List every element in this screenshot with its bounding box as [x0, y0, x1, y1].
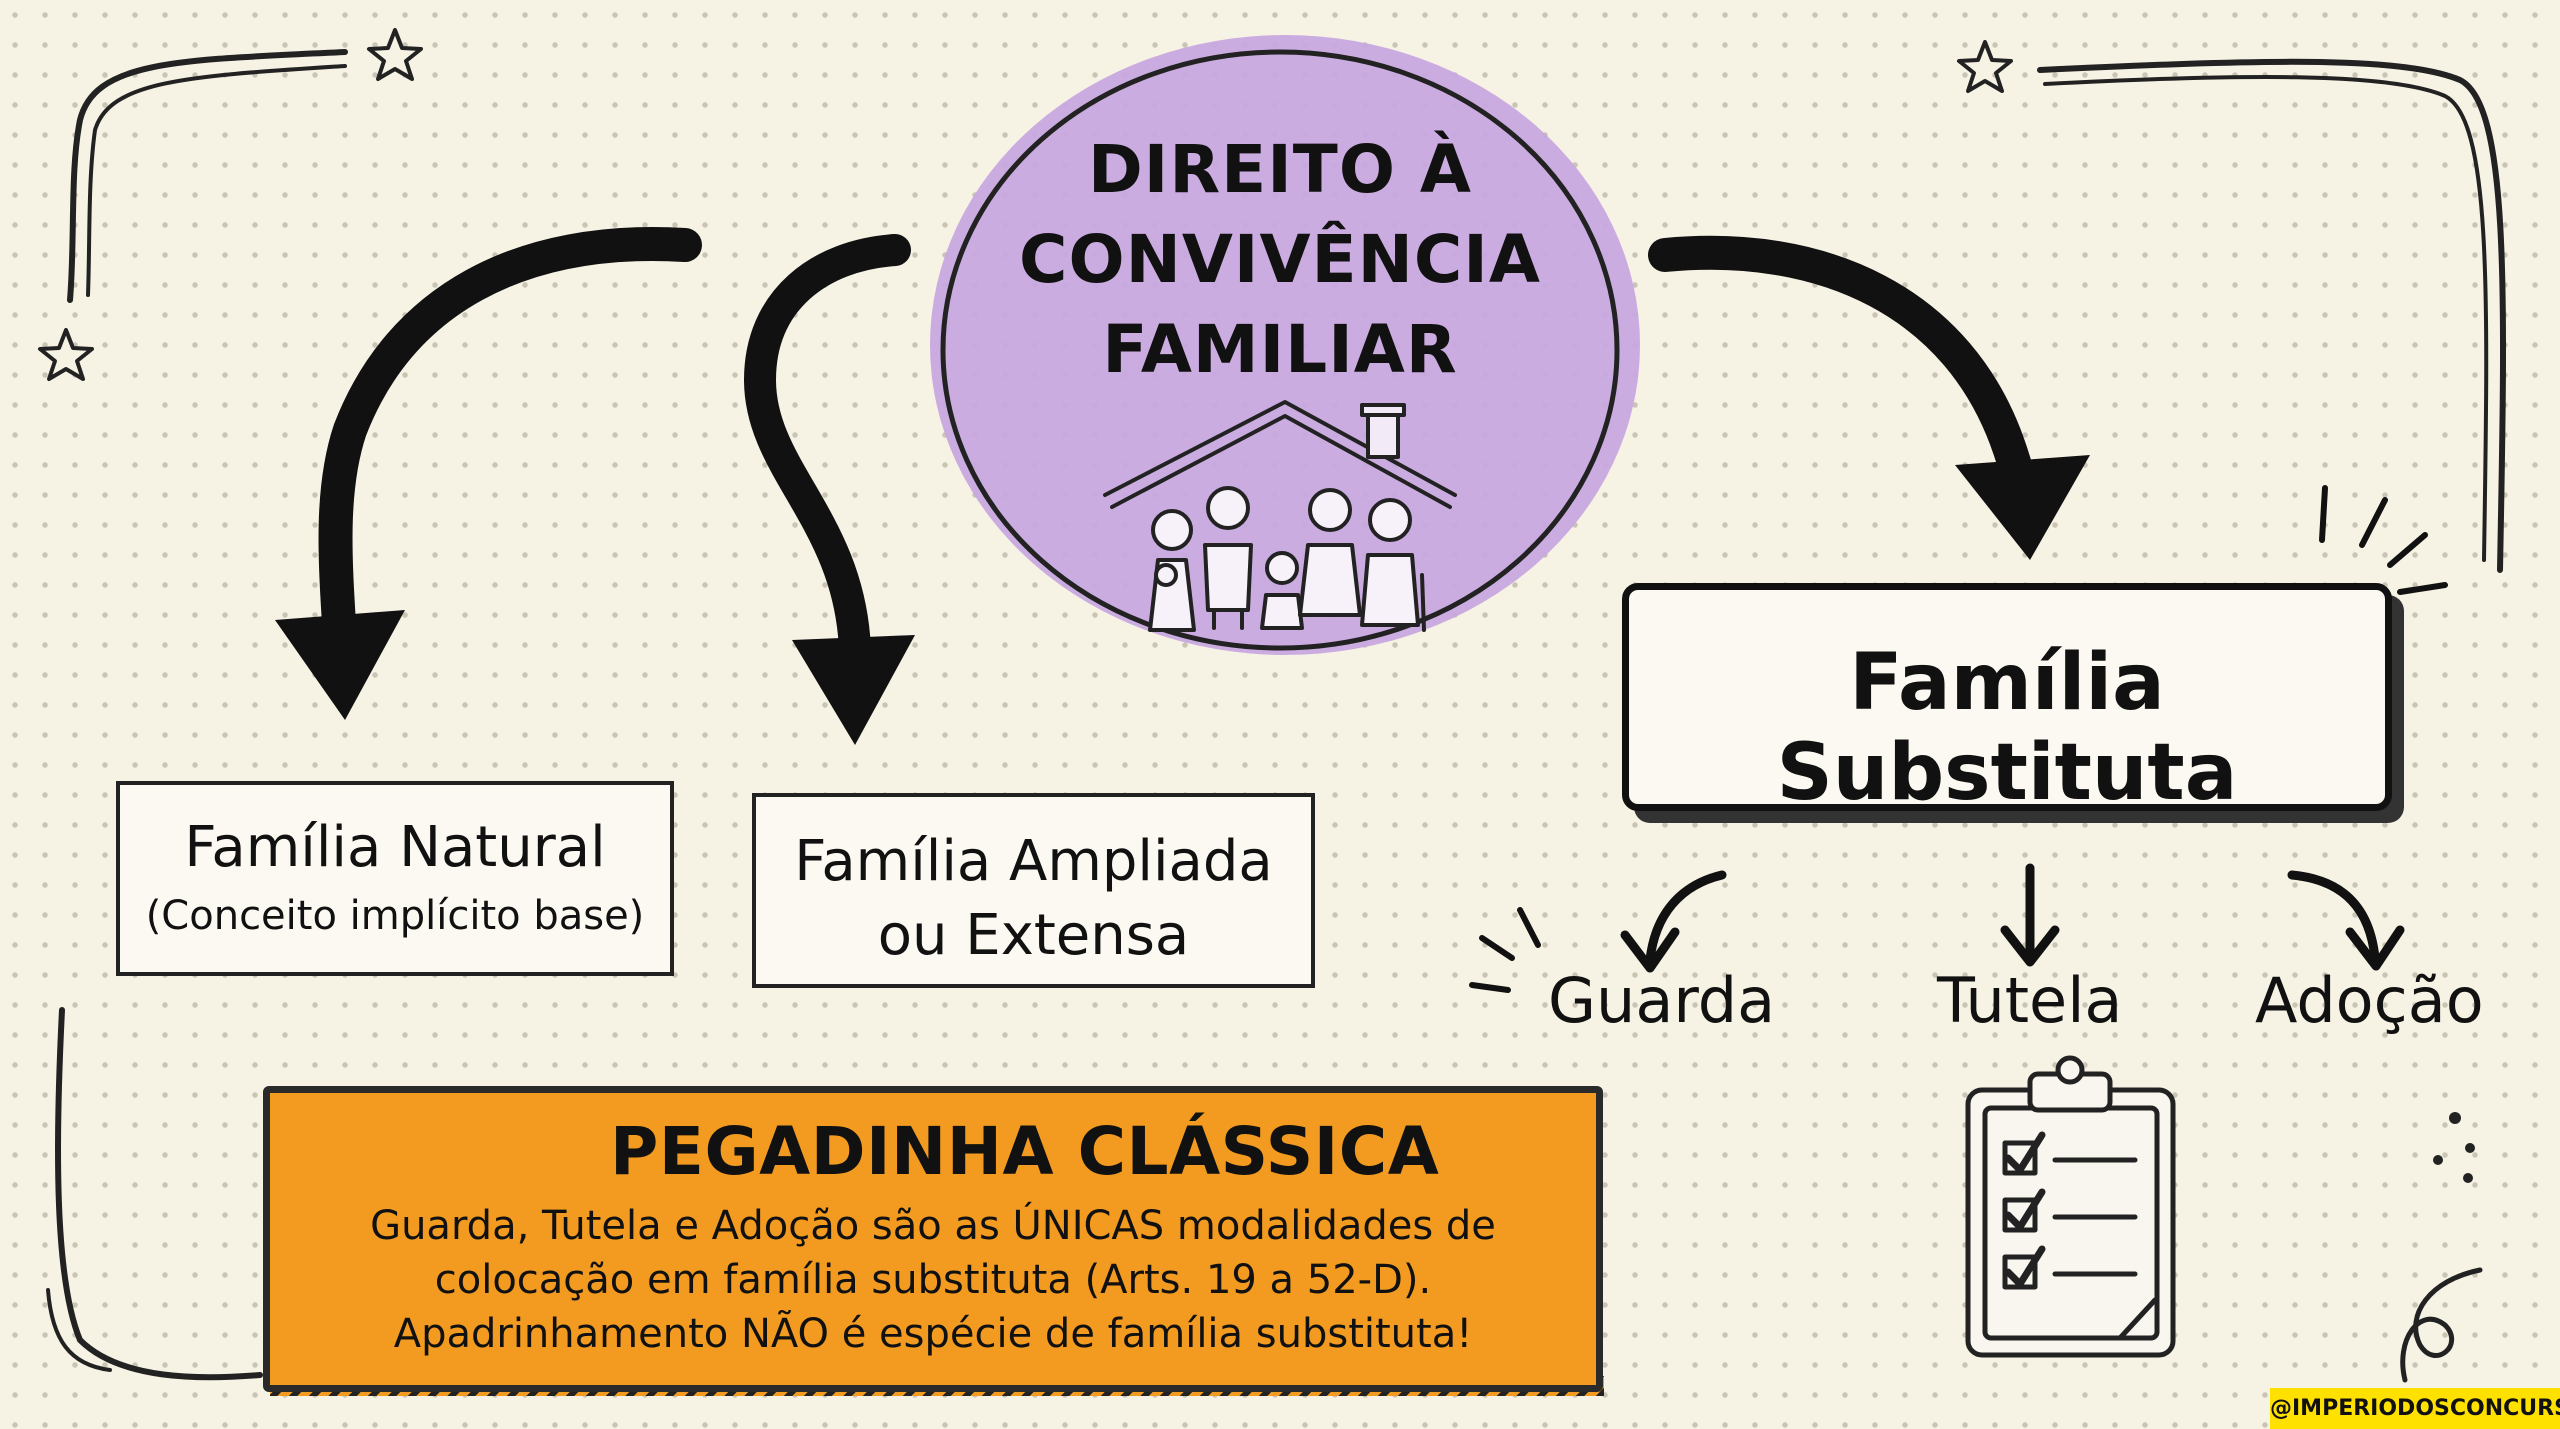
center-title-line3: FAMILIAR — [1102, 311, 1458, 388]
extended-family-title: Família Ampliada ou Extensa — [756, 825, 1311, 973]
star-icon — [38, 328, 94, 381]
house-family-icon — [1103, 400, 1457, 632]
option-guarda: Guarda — [1548, 964, 1776, 1037]
center-title-line2: CONVIVÊNCIA — [1019, 221, 1541, 298]
dots-decoration — [2433, 1112, 2475, 1183]
warning-body: Guarda, Tutela e Adoção são as ÚNICAS mo… — [270, 1199, 1596, 1361]
warning-line1: Guarda, Tutela e Adoção são as ÚNICAS mo… — [370, 1203, 1496, 1249]
arrow-icon — [1648, 235, 2090, 560]
warning-line2: colocação em família substituta (Arts. 1… — [434, 1257, 1432, 1303]
option-tutela: Tutela — [1937, 964, 2123, 1037]
warning-title: PEGADINHA CLÁSSICA — [610, 1113, 1440, 1190]
option-adocao: Adoção — [2255, 964, 2484, 1037]
natural-family-subtitle: (Conceito implícito base) — [145, 893, 645, 939]
emphasis-lines-icon — [1469, 485, 2448, 993]
extended-family-box: Família Ampliada ou Extensa — [752, 793, 1315, 988]
star-icon — [1957, 40, 2013, 93]
substitute-family-title: Família Substituta — [1776, 638, 2238, 818]
author-badge: @IMPERIODOSCONCURSOS — [2270, 1388, 2560, 1429]
substitute-family-box: Família Substituta — [1622, 583, 2392, 818]
natural-family-title: Família Natural — [184, 815, 606, 880]
warning-line3: Apadrinhamento NÃO é espécie de família … — [393, 1311, 1473, 1357]
arrow-icon — [275, 227, 702, 720]
arrow-icon — [743, 234, 915, 745]
center-title-line1: DIREITO À — [1088, 131, 1472, 208]
center-bubble — [930, 35, 1640, 655]
center-title: DIREITO À CONVIVÊNCIA FAMILIAR — [980, 125, 1580, 395]
natural-family-box: Família Natural (Conceito implícito base… — [116, 781, 674, 976]
arrow-icon — [2287, 870, 2405, 971]
star-icon — [367, 28, 423, 81]
arrow-icon — [1620, 870, 1727, 973]
extended-family-line2: ou Extensa — [877, 903, 1190, 968]
frame-strokes — [46, 49, 2507, 1381]
extended-family-line1: Família Ampliada — [794, 829, 1273, 894]
swirl-icon — [2400, 1267, 2483, 1383]
clipboard-checklist-icon — [1965, 1055, 2176, 1358]
warning-panel: PEGADINHA CLÁSSICA Guarda, Tutela e Adoç… — [263, 1086, 1603, 1392]
arrow-icon — [2000, 863, 2060, 967]
